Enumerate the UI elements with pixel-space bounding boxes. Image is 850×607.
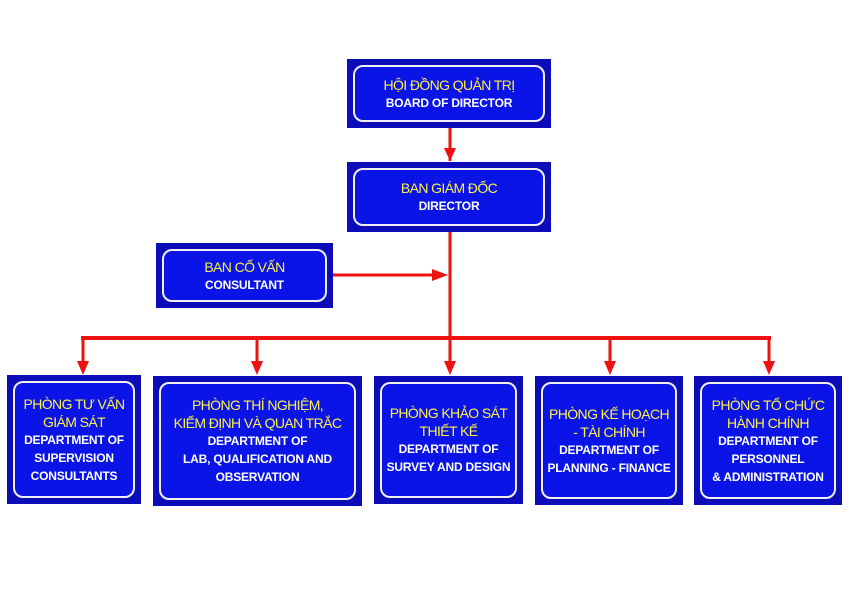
consultant-en-title: CONSULTANT	[205, 277, 284, 292]
department-planning-inner: PHÒNG KẾ HOẠCH - TÀI CHÍNH DEPARTMENT OF…	[541, 382, 677, 499]
dept-5-en-line-2: PERSONNEL	[731, 451, 805, 466]
dept-5-en-line-3: & ADMINISTRATION	[712, 469, 824, 484]
arrow-head-consultant	[432, 269, 448, 281]
dept-1-vn-line-1: PHÒNG TƯ VẤN	[23, 395, 126, 412]
board-vn-title: HỘI ĐỒNG QUẢN TRỊ	[383, 76, 515, 93]
arrow-head-dept-5	[763, 361, 775, 375]
dept-1-en-line-3: CONSULTANTS	[30, 468, 118, 483]
department-lab-inner: PHÒNG THÍ NGHIỆM, KIỂM ĐỊNH VÀ QUAN TRẮC…	[159, 382, 356, 500]
board-of-director-box: HỘI ĐỒNG QUẢN TRỊ BOARD OF DIRECTOR	[347, 59, 551, 128]
department-planning-box: PHÒNG KẾ HOẠCH - TÀI CHÍNH DEPARTMENT OF…	[535, 376, 683, 505]
department-survey-box: PHÒNG KHẢO SÁT THIẾT KẾ DEPARTMENT OF SU…	[374, 376, 523, 504]
dept-3-en-line-2: SURVEY AND DESIGN	[386, 460, 511, 474]
department-supervision-inner: PHÒNG TƯ VẤN GIÁM SÁT DEPARTMENT OF SUPE…	[13, 381, 135, 498]
dept-4-vn-line-2: - TÀI CHÍNH	[573, 423, 645, 440]
dept-2-en-line-1: DEPARTMENT OF	[207, 434, 308, 448]
dept-2-vn-line-2: KIỂM ĐỊNH VÀ QUAN TRẮC	[173, 415, 342, 431]
consultant-box: BAN CỐ VẤN CONSULTANT	[156, 243, 333, 308]
dept-5-vn-line-1: PHÒNG TỔ CHỨC	[711, 396, 825, 413]
dept-5-vn-line-2: HÀNH CHÍNH	[727, 414, 809, 431]
department-supervision-box: PHÒNG TƯ VẤN GIÁM SÁT DEPARTMENT OF SUPE…	[7, 375, 141, 504]
director-en-title: DIRECTOR	[418, 199, 480, 213]
board-of-director-inner: HỘI ĐỒNG QUẢN TRỊ BOARD OF DIRECTOR	[353, 65, 545, 122]
dept-4-en-line-2: PLANNING - FINANCE	[547, 460, 671, 475]
dept-5-en-line-1: DEPARTMENT OF	[718, 433, 818, 448]
arrow-head-dept-2	[251, 361, 263, 375]
dept-2-vn-line-1: PHÒNG THÍ NGHIỆM,	[191, 397, 324, 413]
consultant-vn-title: BAN CỐ VẤN	[204, 258, 285, 275]
board-en-title: BOARD OF DIRECTOR	[385, 95, 513, 110]
director-inner: BAN GIÁM ĐỐC DIRECTOR	[353, 168, 545, 226]
department-personnel-inner: PHÒNG TỔ CHỨC HÀNH CHÍNH DEPARTMENT OF P…	[700, 382, 836, 499]
dept-4-en-line-1: DEPARTMENT OF	[559, 442, 659, 457]
consultant-inner: BAN CỐ VẤN CONSULTANT	[162, 249, 327, 302]
department-personnel-box: PHÒNG TỔ CHỨC HÀNH CHÍNH DEPARTMENT OF P…	[694, 376, 842, 505]
arrow-head-dept-3	[444, 361, 456, 375]
dept-2-en-line-2: LAB, QUALIFICATION AND	[183, 452, 332, 466]
department-survey-inner: PHÒNG KHẢO SÁT THIẾT KẾ DEPARTMENT OF SU…	[380, 382, 517, 498]
arrow-head-director	[444, 148, 456, 161]
dept-3-vn-line-1: PHÒNG KHẢO SÁT	[389, 405, 508, 421]
dept-1-en-line-2: SUPERVISION	[34, 450, 114, 465]
dept-1-en-line-1: DEPARTMENT OF	[24, 432, 124, 447]
arrow-head-dept-4	[604, 361, 616, 375]
arrow-head-dept-1	[77, 361, 89, 375]
director-vn-title: BAN GIÁM ĐỐC	[400, 180, 498, 196]
dept-3-en-line-1: DEPARTMENT OF	[398, 442, 499, 456]
department-lab-box: PHÒNG THÍ NGHIỆM, KIỂM ĐỊNH VÀ QUAN TRẮC…	[153, 376, 362, 506]
dept-4-vn-line-1: PHÒNG KẾ HOẠCH	[549, 405, 670, 422]
director-box: BAN GIÁM ĐỐC DIRECTOR	[347, 162, 551, 232]
dept-1-vn-line-2: GIÁM SÁT	[42, 413, 106, 430]
dept-2-en-line-3: OBSERVATION	[215, 470, 300, 484]
dept-3-vn-line-2: THIẾT KẾ	[419, 423, 479, 439]
